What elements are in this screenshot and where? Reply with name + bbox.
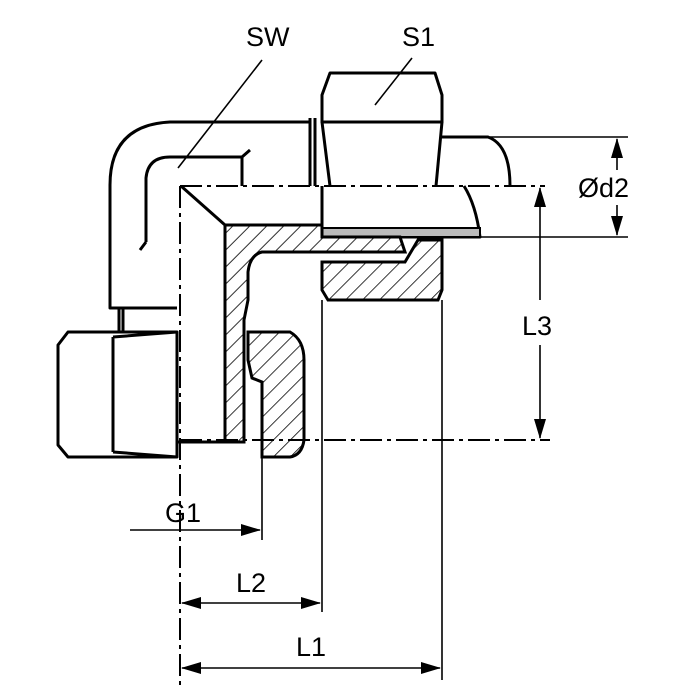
lower-nut-section	[246, 330, 306, 459]
nut-sw	[56, 330, 179, 459]
label-l1: L1	[296, 632, 326, 662]
label-s1: S1	[402, 22, 435, 52]
nut-s1	[320, 71, 482, 239]
label-d2: Ød2	[578, 173, 629, 203]
label-l3: L3	[522, 311, 552, 341]
label-sw: SW	[246, 22, 290, 52]
elbow-body	[108, 118, 512, 332]
label-g1: G1	[165, 498, 201, 528]
label-l2: L2	[236, 568, 266, 598]
s1-leader	[374, 57, 413, 106]
sw-leader	[177, 59, 263, 169]
body-section	[223, 223, 408, 444]
upper-nut-section	[320, 238, 444, 302]
body-chamfer-edge	[180, 184, 226, 227]
